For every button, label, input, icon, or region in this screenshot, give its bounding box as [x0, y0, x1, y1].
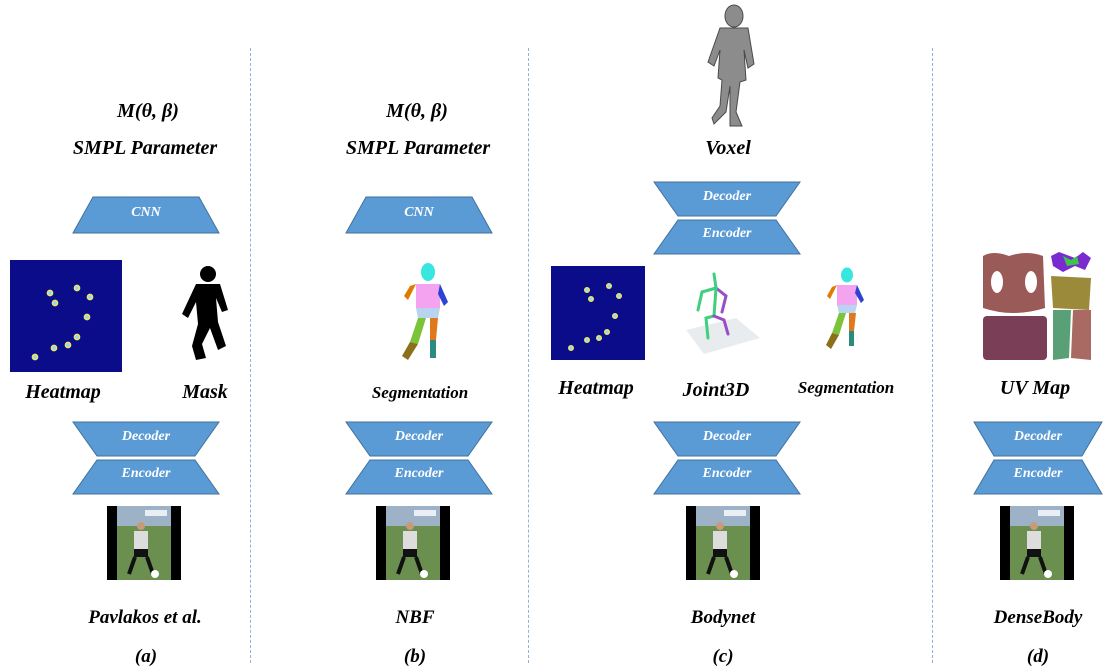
input-photo-a: [107, 506, 181, 580]
segmentation-image-b: [402, 263, 448, 360]
method-label-d: DenseBody: [993, 607, 1083, 628]
segmentation-image-c: [826, 267, 864, 349]
cnn-label-b: CNN: [404, 205, 434, 220]
output-label-c: Voxel: [705, 137, 751, 159]
heatmap-image-c: [551, 266, 645, 360]
decoder-block-a: [72, 421, 220, 495]
decoder-label-c: Decoder: [702, 429, 752, 444]
cnn-block-b: [345, 196, 493, 234]
input-photo-b: [376, 506, 450, 580]
encoder-label-c: Encoder: [702, 466, 752, 481]
column-divider-2: [528, 48, 529, 663]
encoder-label-d: Encoder: [1013, 466, 1063, 481]
method-label-c: Bodynet: [690, 607, 756, 628]
method-label-a: Pavlakos et al.: [88, 607, 202, 628]
top-encoder-label-c: Encoder: [702, 226, 752, 241]
decoder-block-d: [973, 421, 1103, 495]
caption-a: (a): [134, 646, 158, 667]
smpl-formula-a: M(θ, β): [117, 100, 179, 122]
input-photo-c: [686, 506, 760, 580]
decoder-encoder-block-c-top: [653, 181, 801, 255]
encoder-label-b: Encoder: [394, 466, 444, 481]
intermediate-label-c-joint3d: Joint3D: [682, 379, 750, 401]
column-divider-3: [932, 48, 933, 663]
intermediate-label-a-mask: Mask: [182, 381, 228, 403]
output-label-b: SMPL Parameter: [345, 137, 491, 159]
joint3d-image: [686, 272, 760, 354]
voxel-body-image: [707, 4, 755, 127]
decoder-block-b: [345, 421, 493, 495]
method-label-b: NBF: [395, 607, 435, 628]
heatmap-image-a: [10, 260, 122, 372]
caption-b: (b): [403, 646, 427, 667]
decoder-label-a: Decoder: [121, 429, 171, 444]
column-divider-1: [250, 48, 251, 663]
input-photo-d: [1000, 506, 1074, 580]
smpl-formula-b: M(θ, β): [386, 100, 448, 122]
intermediate-label-d-uvmap: UV Map: [999, 377, 1071, 399]
decoder-block-c: [653, 421, 801, 495]
mask-image: [182, 266, 228, 360]
uv-map-image: [979, 248, 1095, 364]
decoder-label-d: Decoder: [1013, 429, 1063, 444]
caption-c: (c): [712, 646, 734, 667]
intermediate-label-b-segmentation: Segmentation: [371, 383, 469, 402]
intermediate-label-c-segmentation: Segmentation: [797, 378, 895, 397]
top-decoder-label-c: Decoder: [702, 189, 752, 204]
output-label-a: SMPL Parameter: [72, 137, 218, 159]
decoder-label-b: Decoder: [394, 429, 444, 444]
cnn-block-a: [72, 196, 220, 234]
encoder-label-a: Encoder: [121, 466, 171, 481]
caption-d: (d): [1026, 646, 1050, 667]
intermediate-label-c-heatmap: Heatmap: [558, 377, 634, 399]
cnn-label-a: CNN: [131, 205, 161, 220]
intermediate-label-a-heatmap: Heatmap: [25, 381, 101, 403]
